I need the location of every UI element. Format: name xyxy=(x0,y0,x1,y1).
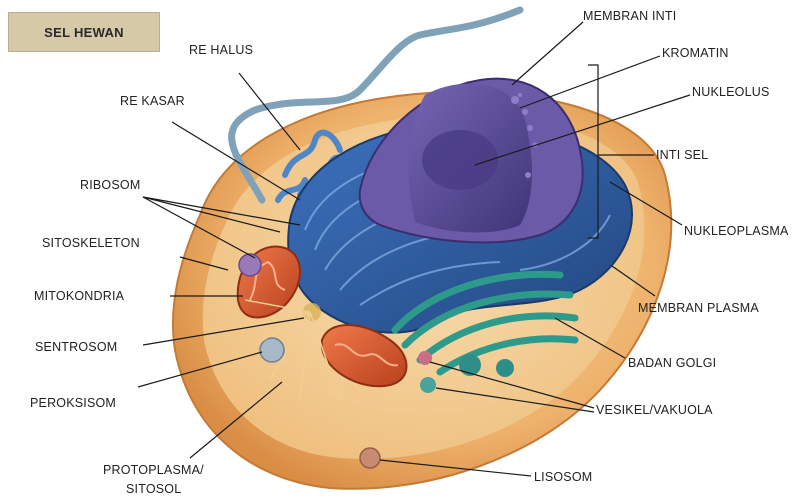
label-sentrosom: SENTROSOM xyxy=(35,340,117,354)
ribosome-vesicle xyxy=(239,254,261,276)
label-inti-sel: INTI SEL xyxy=(656,148,708,162)
vacuole xyxy=(420,377,436,393)
label-peroksisom: PEROKSISOM xyxy=(30,396,116,410)
peroxisome xyxy=(260,338,284,362)
nucleolus xyxy=(422,130,498,190)
golgi-vesicle xyxy=(496,359,514,377)
lysosome xyxy=(360,448,380,468)
label-nukleolus: NUKLEOLUS xyxy=(692,85,770,99)
label-protoplasma: PROTOPLASMA/ xyxy=(103,463,204,477)
label-vesikel-vakuola: VESIKEL/VAKUOLA xyxy=(596,403,713,417)
label-nukleoplasma: NUKLEOPLASMA xyxy=(684,224,789,238)
label-re-halus: RE HALUS xyxy=(189,43,253,57)
label-membran-plasma: MEMBRAN PLASMA xyxy=(638,301,759,315)
label-sitosol: SITOSOL xyxy=(126,482,181,496)
vesicle xyxy=(418,351,432,365)
label-lisosom: LISOSOM xyxy=(534,470,592,484)
label-kromatin: KROMATIN xyxy=(662,46,729,60)
label-membran-inti: MEMBRAN INTI xyxy=(583,9,676,23)
label-re-kasar: RE KASAR xyxy=(120,94,185,108)
label-badan-golgi: BADAN GOLGI xyxy=(628,356,716,370)
diagram-title: SEL HEWAN xyxy=(44,25,124,40)
label-sitoskeleton: SITOSKELETON xyxy=(42,236,140,250)
label-ribosom: RIBOSOM xyxy=(80,178,140,192)
label-mitokondria: MITOKONDRIA xyxy=(34,289,124,303)
diagram-title-box: SEL HEWAN xyxy=(8,12,160,52)
